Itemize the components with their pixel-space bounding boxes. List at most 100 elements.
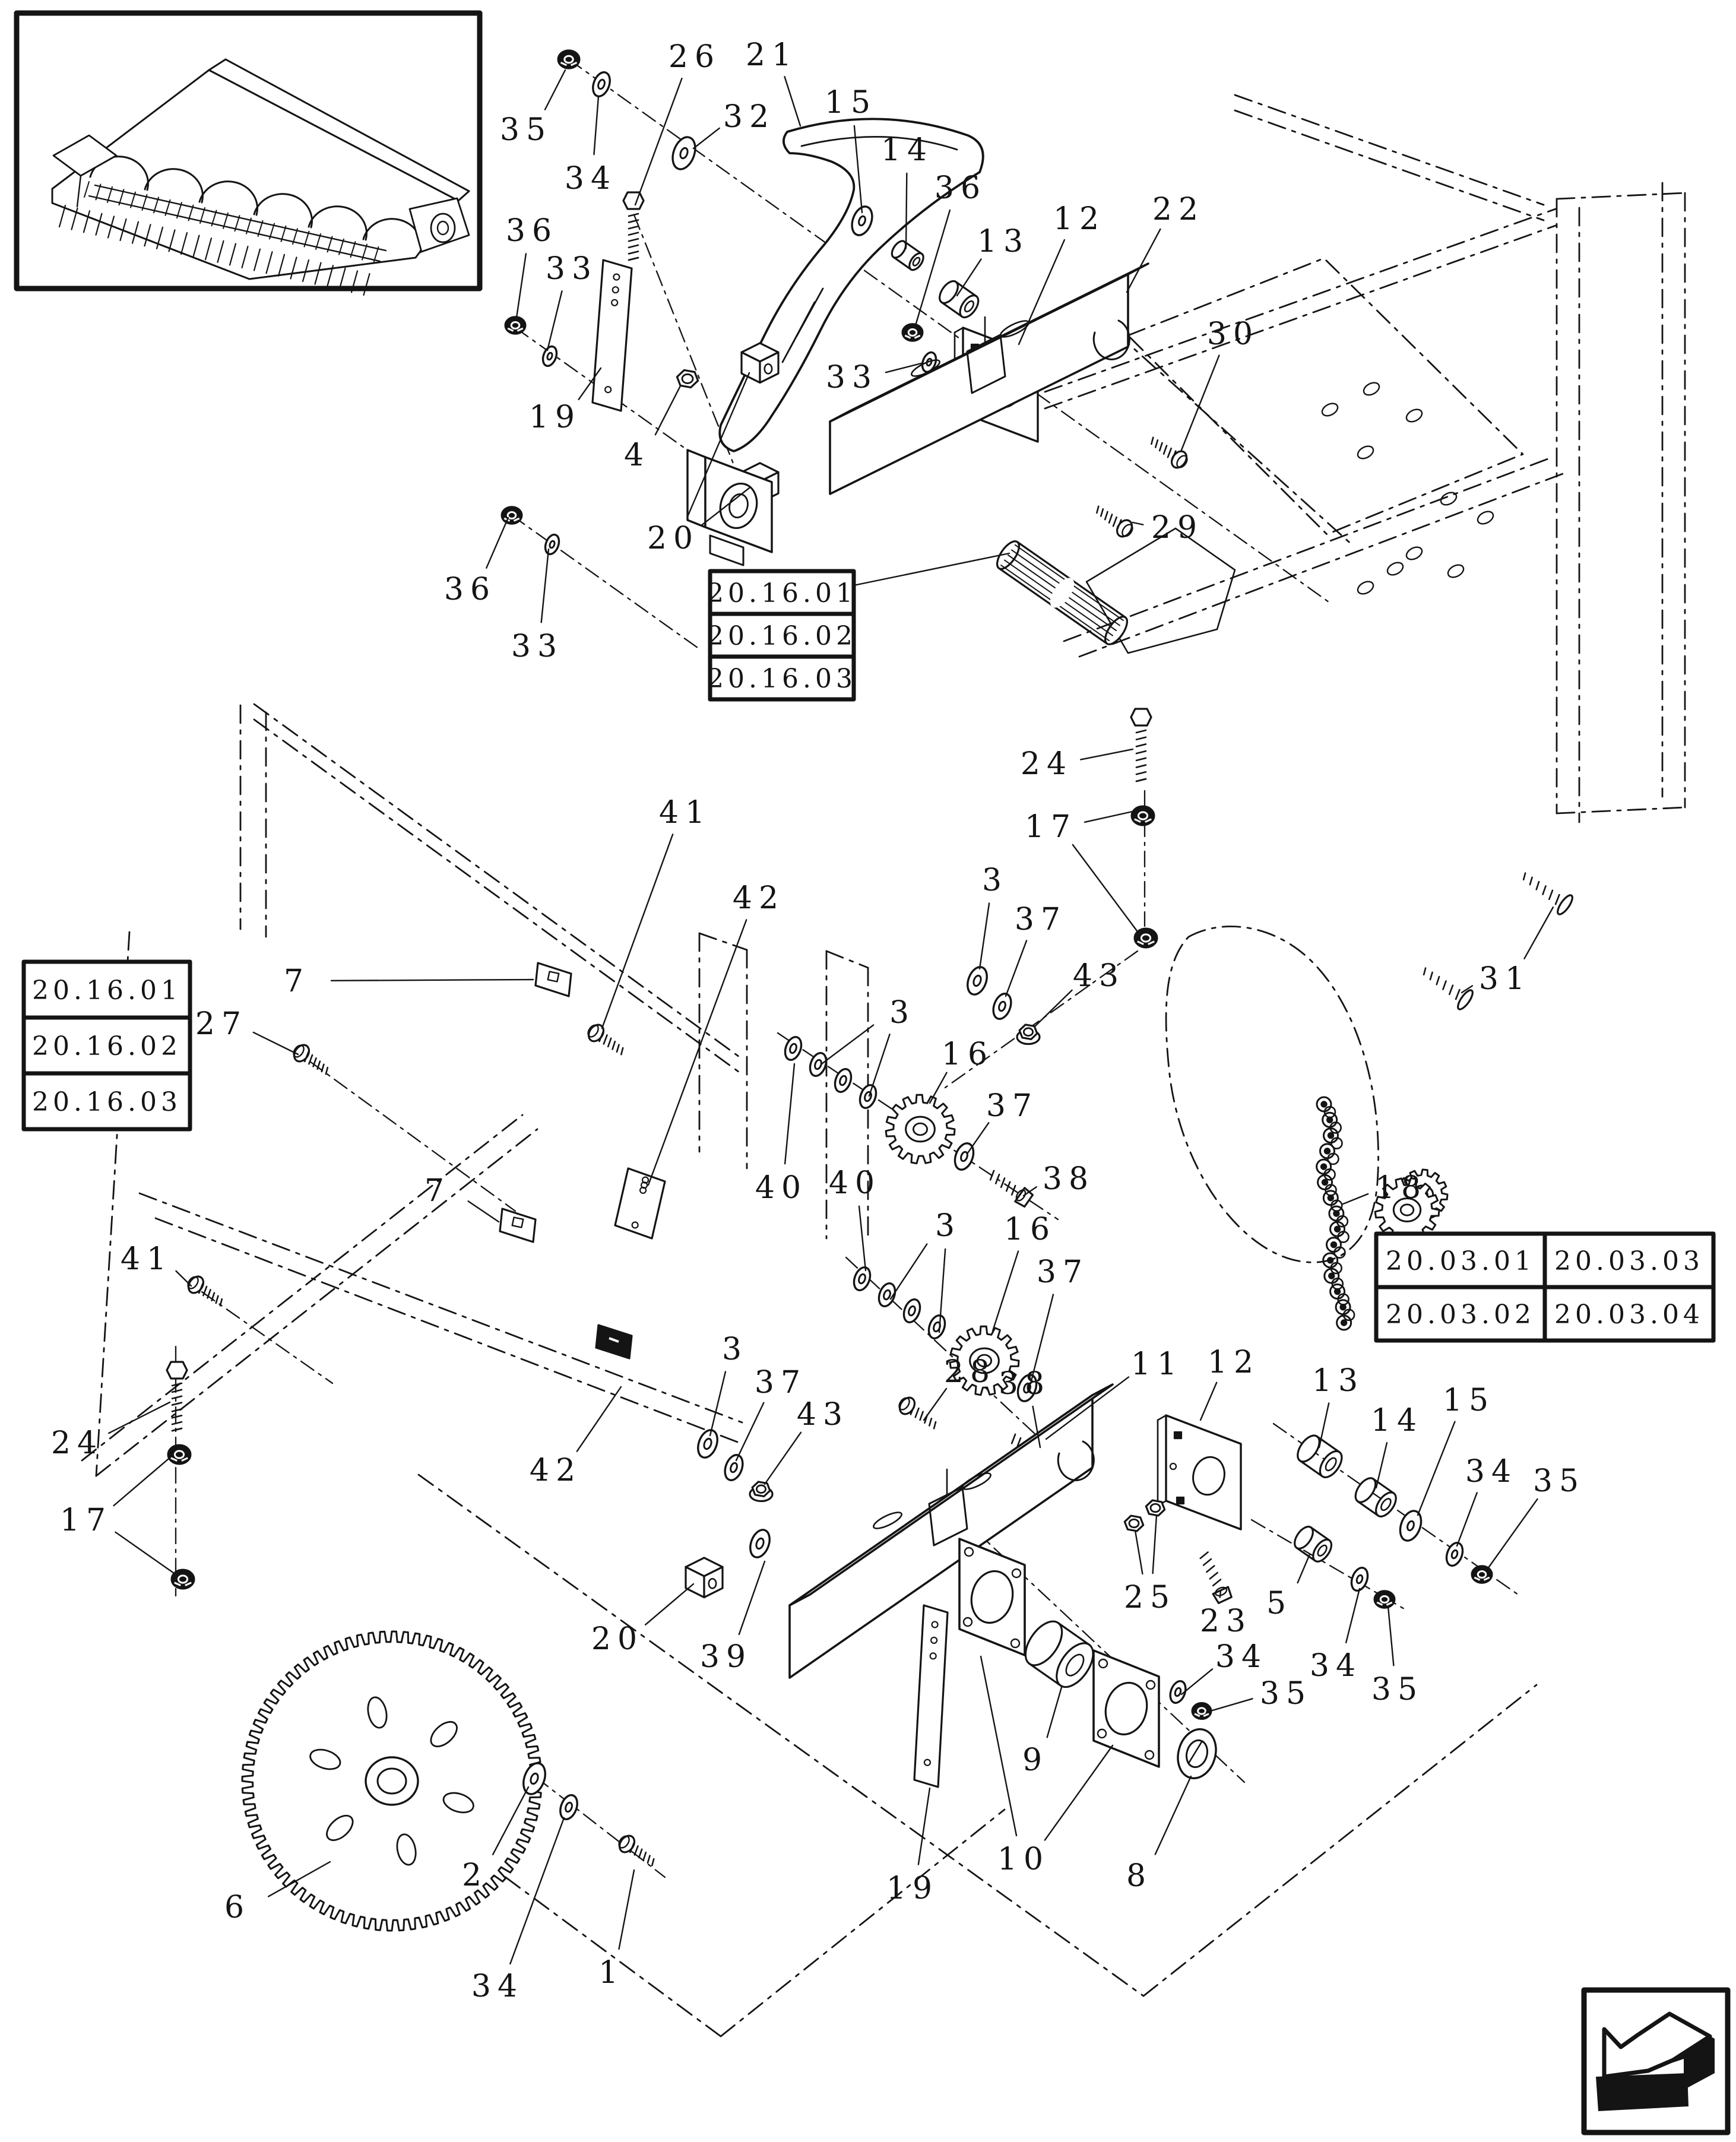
callout-number[interactable]: 43: [1073, 958, 1125, 994]
callout-28[interactable]: 28: [923, 1354, 996, 1421]
callout-34[interactable]: 34: [1180, 1639, 1268, 1696]
callout-number[interactable]: 35: [1371, 1672, 1424, 1707]
ref-cell-label[interactable]: 20.03.01: [1386, 1246, 1535, 1276]
callout-number[interactable]: 40: [829, 1165, 881, 1201]
callout-number[interactable]: 35: [500, 112, 552, 148]
callout-number[interactable]: 17: [60, 1503, 112, 1538]
callout-3[interactable]: 3: [889, 1208, 961, 1333]
ref-cell[interactable]: [1542, 1285, 1716, 1343]
callout-number[interactable]: 20: [647, 521, 699, 556]
ref-cell[interactable]: [1374, 1231, 1547, 1289]
callout-number[interactable]: 7: [425, 1173, 451, 1209]
callout-31[interactable]: 31: [1461, 906, 1554, 997]
callout-37[interactable]: 37: [1005, 902, 1067, 997]
callout-3[interactable]: 3: [709, 1332, 748, 1437]
callout-number[interactable]: 24: [51, 1425, 103, 1461]
callout-number[interactable]: 17: [1025, 809, 1077, 845]
callout-number[interactable]: 4: [624, 438, 650, 473]
callout-number[interactable]: 11: [1131, 1346, 1183, 1382]
callout-17[interactable]: 17: [60, 1455, 177, 1576]
callout-number[interactable]: 33: [546, 251, 598, 287]
callout-27[interactable]: 27: [195, 1006, 299, 1056]
callout-8[interactable]: 8: [1126, 1775, 1192, 1894]
ref-cell-label[interactable]: 20.03.02: [1386, 1300, 1535, 1330]
callout-16[interactable]: 16: [929, 1037, 994, 1104]
callout-number[interactable]: 23: [1200, 1604, 1252, 1639]
callout-37[interactable]: 37: [735, 1365, 807, 1462]
callout-number[interactable]: 8: [1126, 1858, 1152, 1894]
callout-number[interactable]: 42: [530, 1453, 582, 1488]
ref-cell-label[interactable]: 20.16.03: [32, 1087, 182, 1117]
callout-number[interactable]: 34: [565, 161, 617, 197]
callout-7[interactable]: 7: [284, 964, 534, 999]
callout-34[interactable]: 34: [1310, 1588, 1362, 1684]
callout-15[interactable]: 15: [825, 85, 877, 214]
callout-22[interactable]: 22: [1126, 192, 1205, 293]
callout-37[interactable]: 37: [967, 1088, 1038, 1154]
callout-10[interactable]: 10: [980, 1655, 1114, 1877]
callout-number[interactable]: 29: [1151, 510, 1203, 546]
ref-cell[interactable]: [1542, 1231, 1716, 1289]
callout-35[interactable]: 35: [500, 69, 566, 148]
callout-number[interactable]: 10: [997, 1842, 1050, 1877]
callout-35[interactable]: 35: [1371, 1605, 1424, 1707]
callout-24[interactable]: 24: [1021, 746, 1134, 782]
ref-cell[interactable]: [21, 1015, 192, 1076]
callout-38[interactable]: 38: [1022, 1161, 1095, 1197]
callout-number[interactable]: 31: [1479, 961, 1531, 997]
callout-5[interactable]: 5: [1266, 1553, 1311, 1621]
callout-34[interactable]: 34: [471, 1817, 565, 2004]
callout-number[interactable]: 35: [1533, 1463, 1585, 1499]
callout-number[interactable]: 18: [1375, 1170, 1427, 1206]
callout-9[interactable]: 9: [1022, 1686, 1063, 1778]
ref-cell-label[interactable]: 20.16.02: [707, 621, 857, 651]
ref-cell-label[interactable]: 20.16.02: [32, 1031, 182, 1062]
callout-24[interactable]: 24: [51, 1401, 171, 1461]
callout-number[interactable]: 20: [591, 1621, 644, 1657]
callout-number[interactable]: 33: [826, 360, 878, 395]
callout-19[interactable]: 19: [529, 367, 602, 435]
callout-3[interactable]: 3: [821, 995, 915, 1097]
callout-number[interactable]: 34: [1310, 1648, 1362, 1684]
callout-41[interactable]: 41: [121, 1241, 192, 1287]
callout-number[interactable]: 21: [746, 37, 798, 73]
callout-number[interactable]: 37: [1015, 902, 1067, 937]
callout-number[interactable]: 19: [886, 1871, 939, 1906]
callout-29[interactable]: 29: [1132, 510, 1203, 546]
callout-number[interactable]: 38: [1043, 1161, 1095, 1197]
callout-number[interactable]: 37: [1037, 1254, 1089, 1290]
callout-30[interactable]: 30: [1180, 316, 1259, 451]
callout-13[interactable]: 13: [956, 224, 1029, 297]
ref-cell[interactable]: [708, 654, 856, 702]
callout-number[interactable]: 7: [284, 964, 310, 999]
callout-number[interactable]: 6: [224, 1890, 251, 1925]
callout-19[interactable]: 19: [886, 1787, 939, 1906]
callout-number[interactable]: 37: [986, 1088, 1038, 1124]
callout-42[interactable]: 42: [530, 1386, 622, 1488]
callout-number[interactable]: 12: [1053, 201, 1105, 237]
callout-number[interactable]: 3: [722, 1332, 748, 1367]
ref-cell[interactable]: [708, 569, 856, 616]
callout-36[interactable]: 36: [444, 517, 509, 607]
callout-34[interactable]: 34: [1456, 1454, 1518, 1547]
callout-number[interactable]: 40: [755, 1170, 807, 1206]
callout-number[interactable]: 27: [195, 1006, 248, 1042]
callout-number[interactable]: 22: [1152, 192, 1205, 227]
callout-18[interactable]: 18: [1342, 1170, 1427, 1206]
callout-16[interactable]: 16: [991, 1212, 1056, 1332]
callout-number[interactable]: 26: [669, 39, 721, 75]
callout-37[interactable]: 37: [1029, 1254, 1089, 1384]
callout-number[interactable]: 14: [1371, 1403, 1423, 1438]
callout-33[interactable]: 33: [546, 251, 598, 351]
callout-number[interactable]: 14: [881, 132, 933, 168]
callout-number[interactable]: 41: [659, 795, 711, 831]
callout-36[interactable]: 36: [506, 213, 558, 319]
ref-cell[interactable]: [1374, 1285, 1547, 1343]
callout-number[interactable]: 41: [121, 1241, 173, 1277]
nav-back-icon[interactable]: [1581, 1987, 1731, 2135]
callout-17[interactable]: 17: [1025, 809, 1140, 934]
machine-thumbnail[interactable]: [14, 10, 483, 296]
callout-43[interactable]: 43: [764, 1397, 849, 1485]
